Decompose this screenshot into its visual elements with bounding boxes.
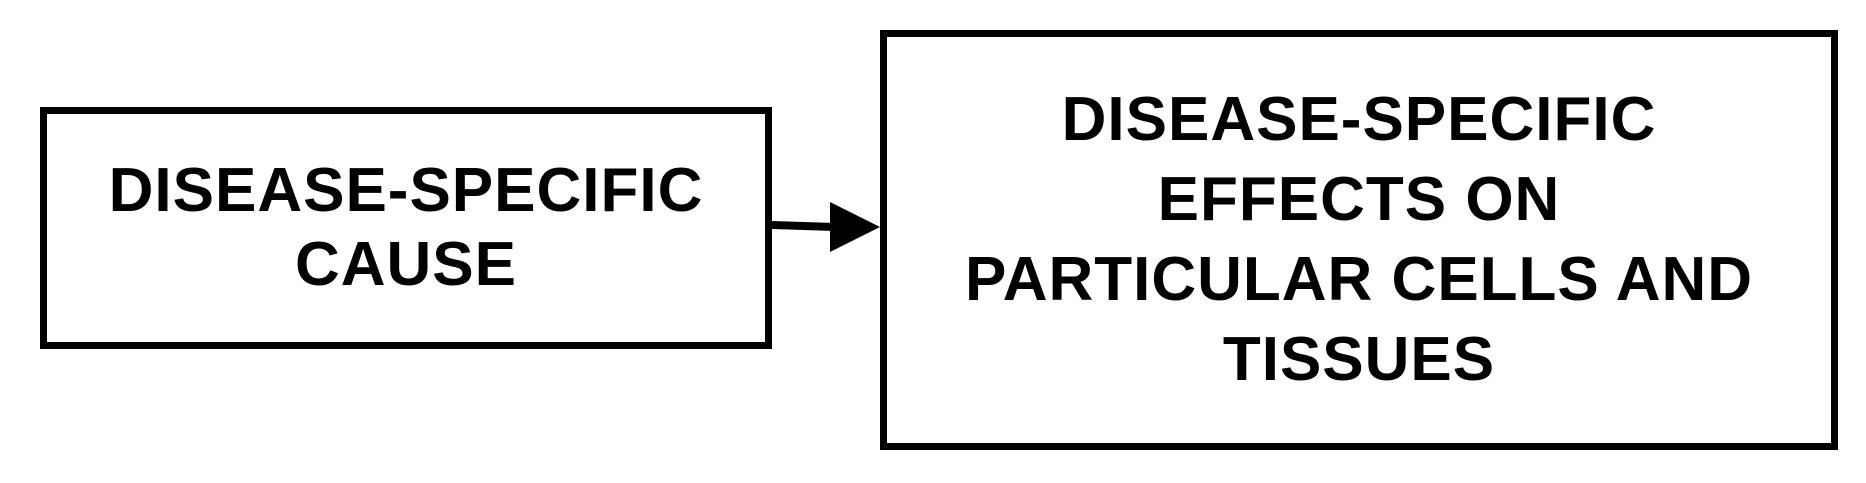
effects-box-line-2: EFFECTS ON (1157, 165, 1561, 234)
arrow-shaft (771, 221, 836, 231)
cause-box-line-1: DISEASE-SPECIFIC (108, 156, 704, 225)
effects-box: DISEASE-SPECIFIC EFFECTS ON PARTICULAR C… (880, 30, 1838, 450)
cause-box-line-2: CAUSE (294, 230, 518, 299)
effects-box-line-1: DISEASE-SPECIFIC (1061, 85, 1657, 154)
cause-box: DISEASE-SPECIFIC CAUSE (40, 107, 772, 349)
effects-box-line-4: TISSUES (1222, 325, 1496, 394)
effects-box-line-3: PARTICULAR CELLS AND (964, 245, 1754, 314)
arrow-head (830, 202, 880, 252)
